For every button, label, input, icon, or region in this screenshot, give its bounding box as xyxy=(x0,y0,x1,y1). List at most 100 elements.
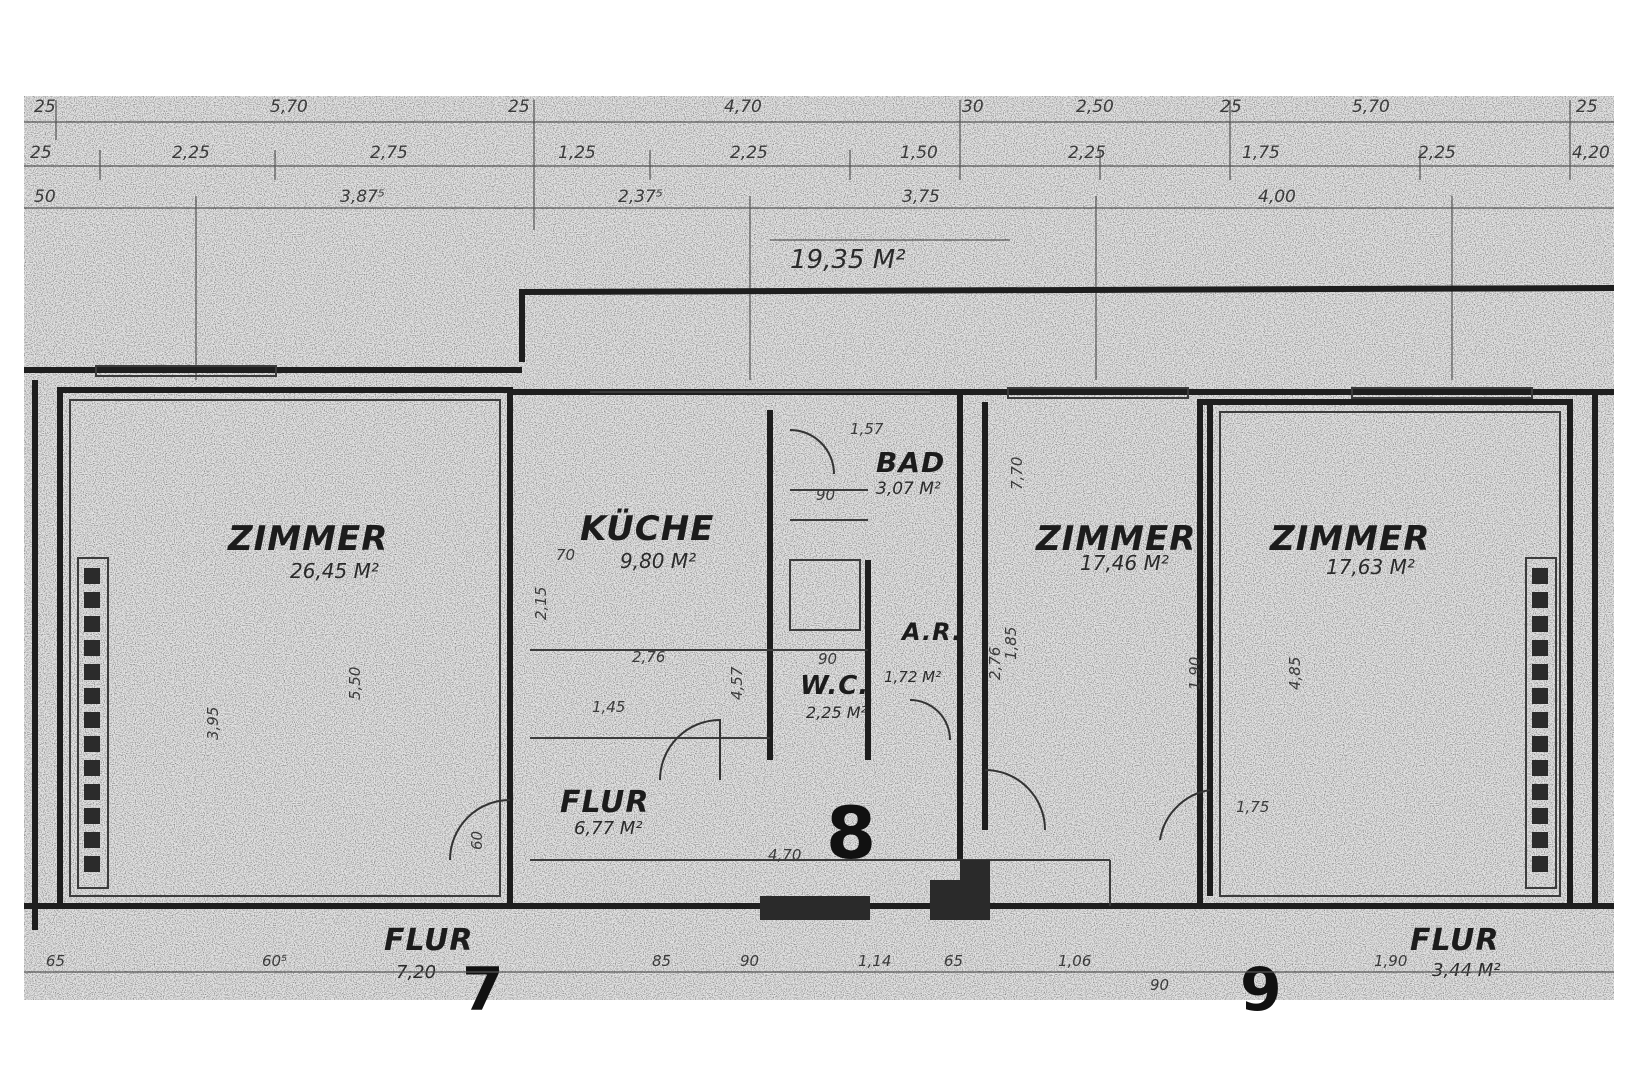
room-name-flur-center: FLUR xyxy=(560,785,649,820)
room-area-zimmer-left: 26,45 M² xyxy=(290,559,379,583)
dim-row2-9: 4,20 xyxy=(1572,143,1610,163)
bottom-dim-4: 1,14 xyxy=(858,952,891,970)
radiator-fin xyxy=(84,856,100,872)
dimension-lines xyxy=(24,100,1614,380)
radiator-fin xyxy=(84,736,100,752)
bottom-dim-7: 90 xyxy=(1150,976,1169,994)
room-area-zimmer-middle: 17,46 M² xyxy=(1080,551,1169,575)
bottom-dim-8: 1,90 xyxy=(1374,952,1407,970)
radiator-fin xyxy=(1532,640,1548,656)
radiator-fin xyxy=(84,808,100,824)
dim-row3-2: 2,37⁵ xyxy=(618,187,663,207)
room-name-bad: BAD xyxy=(876,446,945,479)
room-name-flur-right: FLUR xyxy=(1410,923,1499,958)
dim-row1-2: 25 xyxy=(508,97,530,117)
doors xyxy=(449,429,1211,861)
dim-row2-1: 2,25 xyxy=(172,143,210,163)
radiator-fin xyxy=(1532,784,1548,800)
radiator-fin xyxy=(1532,568,1548,584)
room-name-zimmer-left: ZIMMER xyxy=(227,519,388,559)
paper-grain xyxy=(24,96,1614,1000)
inner-dim-0: 5,50 xyxy=(346,667,364,700)
inner-dim-2: 2,15 xyxy=(532,587,550,620)
dims-row2: 25 2,25 2,75 1,25 2,25 1,50 2,25 1,75 2,… xyxy=(30,143,1610,163)
dim-row2-7: 1,75 xyxy=(1242,143,1280,163)
bottom-dim-2: 85 xyxy=(652,952,671,970)
room-area-kueche: 9,80 M² xyxy=(620,549,696,573)
windows xyxy=(95,365,1533,399)
hatched-walls xyxy=(760,860,990,920)
dim-row1-5: 2,50 xyxy=(1076,97,1114,117)
radiator-fin xyxy=(84,784,100,800)
bottom-dim-0: 65 xyxy=(46,952,65,970)
dim-row3-1: 3,87⁵ xyxy=(340,187,385,207)
radiator-right xyxy=(1525,557,1557,889)
room-area-zimmer-right: 17,63 M² xyxy=(1326,555,1415,579)
radiator-fin xyxy=(1532,808,1548,824)
room-name-flur-left: FLUR xyxy=(384,923,473,958)
inner-dim-9: 4,57 xyxy=(728,666,746,700)
room-name-zimmer-middle: ZIMMER xyxy=(1035,519,1196,559)
radiator-frame xyxy=(77,557,109,889)
radiator-left xyxy=(77,557,109,889)
room-name-kueche: KÜCHE xyxy=(580,508,714,549)
dim-row1-6: 25 xyxy=(1220,97,1242,117)
dim-row2-8: 2,25 xyxy=(1418,143,1456,163)
dim-row1-1: 5,70 xyxy=(270,97,308,117)
inner-dim-17: 1,85 xyxy=(1002,627,1020,660)
room-area-flur-center: 6,77 M² xyxy=(574,818,643,839)
dims-row1: 25 5,70 25 4,70 30 2,50 25 5,70 25 xyxy=(34,97,1598,117)
radiator-fin xyxy=(1532,592,1548,608)
radiator-fin xyxy=(1532,664,1548,680)
dim-row2-4: 2,25 xyxy=(730,143,768,163)
bottom-dim-5: 65 xyxy=(944,952,963,970)
inner-dim-1: 3,95 xyxy=(204,707,222,740)
unit-number-8: 8 xyxy=(826,791,876,875)
room-area-wc: 2,25 M² xyxy=(806,703,868,722)
radiator-fin xyxy=(1532,688,1548,704)
room-area-flur-right: 3,44 M² xyxy=(1432,960,1501,981)
bottom-dim-6: 1,06 xyxy=(1058,952,1091,970)
radiator-fin xyxy=(1532,832,1548,848)
bottom-dim-3: 90 xyxy=(740,952,759,970)
dim-row3-3: 3,75 xyxy=(902,187,940,207)
radiator-fin xyxy=(1532,736,1548,752)
inner-dim-5: 4,70 xyxy=(768,846,801,864)
radiator-fin xyxy=(84,712,100,728)
room-area-ar: 1,72 M² xyxy=(884,668,941,686)
inner-dimensions: 5,50 3,95 2,15 2,76 1,45 4,70 1,57 90 90… xyxy=(204,420,1304,864)
radiator-frame xyxy=(1525,557,1557,889)
dim-row3-0: 50 xyxy=(34,187,56,207)
radiator-fin xyxy=(84,568,100,584)
room-name-ar: A.R. xyxy=(900,618,962,646)
unit-number-7: 7 xyxy=(462,955,504,1025)
inner-dim-8: 90 xyxy=(818,650,837,668)
room-labels: ZIMMER 26,45 M² KÜCHE 9,80 M² BAD 3,07 M… xyxy=(227,446,1501,983)
radiator-fin xyxy=(84,832,100,848)
room-name-zimmer-right: ZIMMER xyxy=(1269,519,1430,559)
room-area-bad: 3,07 M² xyxy=(876,479,941,499)
dim-row1-0: 25 xyxy=(34,97,56,117)
dim-row1-8: 25 xyxy=(1576,97,1598,117)
dim-row2-0: 25 xyxy=(30,143,52,163)
radiator-fin xyxy=(1532,856,1548,872)
inner-dim-15: 60 xyxy=(468,831,486,850)
bottom-dimensions: 65 60⁵ 85 90 1,14 65 1,06 90 1,90 xyxy=(24,952,1614,994)
inner-dim-14: 1,90 xyxy=(1186,657,1204,690)
inner-dim-11: 2,76 xyxy=(986,647,1004,680)
dim-row2-5: 1,50 xyxy=(900,143,938,163)
radiator-fin xyxy=(84,640,100,656)
dim-row1-3: 4,70 xyxy=(724,97,762,117)
inner-dim-4: 1,45 xyxy=(592,698,625,716)
bottom-dim-1: 60⁵ xyxy=(262,952,287,970)
inner-dim-6: 1,57 xyxy=(850,420,884,438)
unit-number-9: 9 xyxy=(1240,955,1282,1025)
dim-row1-4: 30 xyxy=(962,97,984,117)
radiator-fin xyxy=(84,664,100,680)
radiator-fin xyxy=(84,688,100,704)
radiator-fin xyxy=(1532,712,1548,728)
radiator-fin xyxy=(1532,760,1548,776)
dim-row2-3: 1,25 xyxy=(558,143,596,163)
radiator-fin xyxy=(1532,616,1548,632)
